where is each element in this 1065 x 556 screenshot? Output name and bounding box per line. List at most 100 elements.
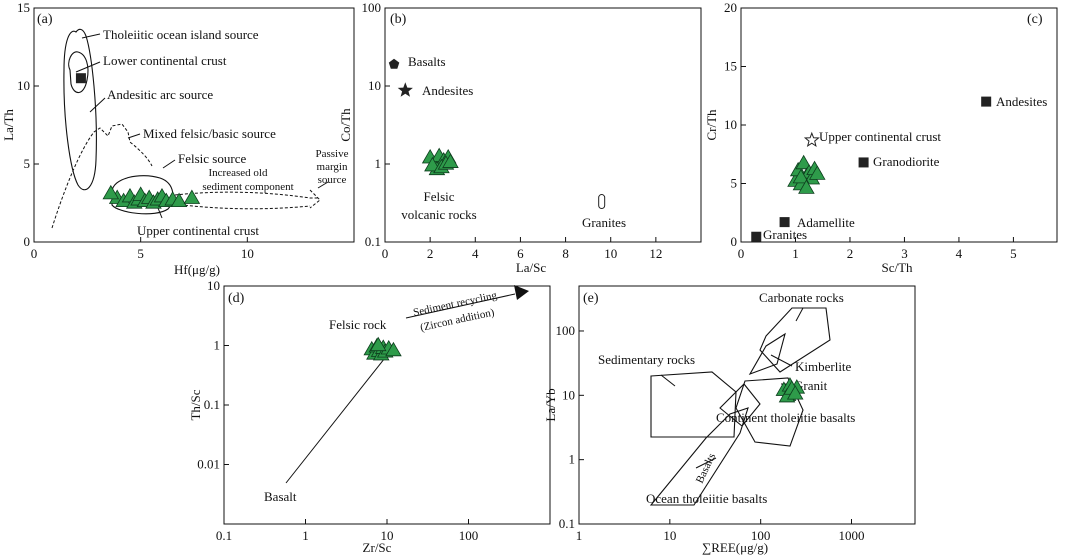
annotation-a-3: Mixed felsic/basic source [143,126,276,141]
panel-c-ylabel: Cr/Th [704,109,719,141]
sample-point [385,341,402,357]
annotation-c-2: Granodiorite [873,154,940,169]
annotation-b-0: Basalts [408,54,446,69]
annotation-e-2: Kimberlite [795,359,852,374]
y-tick-label: 5 [731,176,738,191]
annotation-a-8: margin [317,161,348,173]
reference-point-star-open [803,131,820,148]
panel-a-ylabel: La/Th [1,109,16,141]
basalt-trend-line [285,348,393,484]
tholeiitic-ocean-island-field [63,28,97,191]
annotation-a-5: Increased old [209,167,268,179]
annotation-a-9: source [318,174,347,186]
x-tick-label: 12 [649,246,662,261]
y-tick-label: 10 [368,78,381,93]
annotation-a-0: Tholeiitic ocean island source [103,27,259,42]
sedimentary-rocks-field [650,371,737,438]
panel-b-plot-area [384,7,702,243]
x-tick-label: 5 [1010,246,1017,261]
y-tick-label: 1 [569,452,576,467]
panel-a-plot-area [33,7,355,243]
panel-b-marks [388,58,606,210]
leader-line [317,181,329,189]
reference-point-square [981,96,992,107]
y-tick-label: 10 [207,278,220,293]
y-tick-label: 1 [375,156,382,171]
annotation-b-2: Felsic [423,189,454,204]
panel-b-ylabel: Co/Th [338,108,353,142]
x-tick-label: 10 [663,528,676,543]
annotation-d-3: Basalt [264,489,297,504]
x-tick-label: 0 [31,246,38,261]
annotation-d-0: Felsic rock [329,317,387,332]
annotation-e-5: Basalts [694,451,718,485]
sample-point [795,154,812,170]
y-tick-label: 20 [724,0,737,15]
annotation-c-0: Andesites [996,94,1047,109]
y-tick-label: 10 [17,78,30,93]
panel-c-marks [751,96,992,242]
y-tick-label: 0.1 [365,234,381,249]
y-tick-label: 0.1 [559,516,575,531]
x-tick-label: 4 [956,246,963,261]
panel-c-label: (c) [1027,12,1043,27]
panel-e-plot-area [578,285,916,525]
y-tick-label: 15 [17,0,30,15]
leader-line [89,97,106,113]
annotation-a-2: Andesitic arc source [107,87,213,102]
x-tick-label: 2 [427,246,434,261]
x-tick-label: 0 [738,246,745,261]
x-tick-label: 5 [137,246,144,261]
panel-d-xlabel: Zr/Sc [363,540,392,555]
y-tick-label: 0 [731,234,738,249]
annotation-a-10: Upper continental crust [137,223,259,238]
sample-point [798,179,815,194]
sample-point [170,192,188,208]
y-tick-label: 0.1 [204,397,220,412]
reference-point-star [397,82,413,97]
kimberlite-field [748,332,786,376]
leader-line [695,457,717,469]
continent-tholeiite-field [719,383,761,427]
x-tick-label: 3 [901,246,908,261]
panel-e-xlabel: ∑REE(μg/g) [702,540,768,555]
panel-a-xlabel: Hf(μg/g) [174,262,220,277]
reference-point-square [75,73,86,84]
sample-point [786,385,804,400]
sample-point [442,153,459,168]
x-tick-label: 0 [382,246,389,261]
reference-point-square [779,217,790,228]
annotation-a-7: Passive [316,148,349,160]
lower-continental-crust-field [68,51,89,94]
y-tick-label: 15 [724,59,737,74]
leader-line [795,307,804,322]
annotation-c-4: Granites [763,227,807,242]
panel-c-plot-area [740,7,1058,243]
panel-d-label: (d) [228,291,245,306]
y-tick-label: 10 [724,117,737,132]
annotation-a-1: Lower continental crust [103,53,227,68]
reference-point-pentagon [388,58,400,69]
x-tick-label: 10 [381,528,394,543]
leader-line [75,61,101,73]
annotation-e-1: Sedimentary rocks [598,352,695,367]
y-tick-label: 0 [24,234,31,249]
leader-line [81,33,101,39]
annotation-c-1: Upper continental crust [819,129,941,144]
x-tick-label: 10 [241,246,254,261]
x-tick-label: 8 [562,246,569,261]
x-tick-label: 100 [751,528,771,543]
x-tick-label: 1000 [839,528,865,543]
panel-e-marks [775,377,806,403]
x-tick-label: 0.1 [216,528,232,543]
